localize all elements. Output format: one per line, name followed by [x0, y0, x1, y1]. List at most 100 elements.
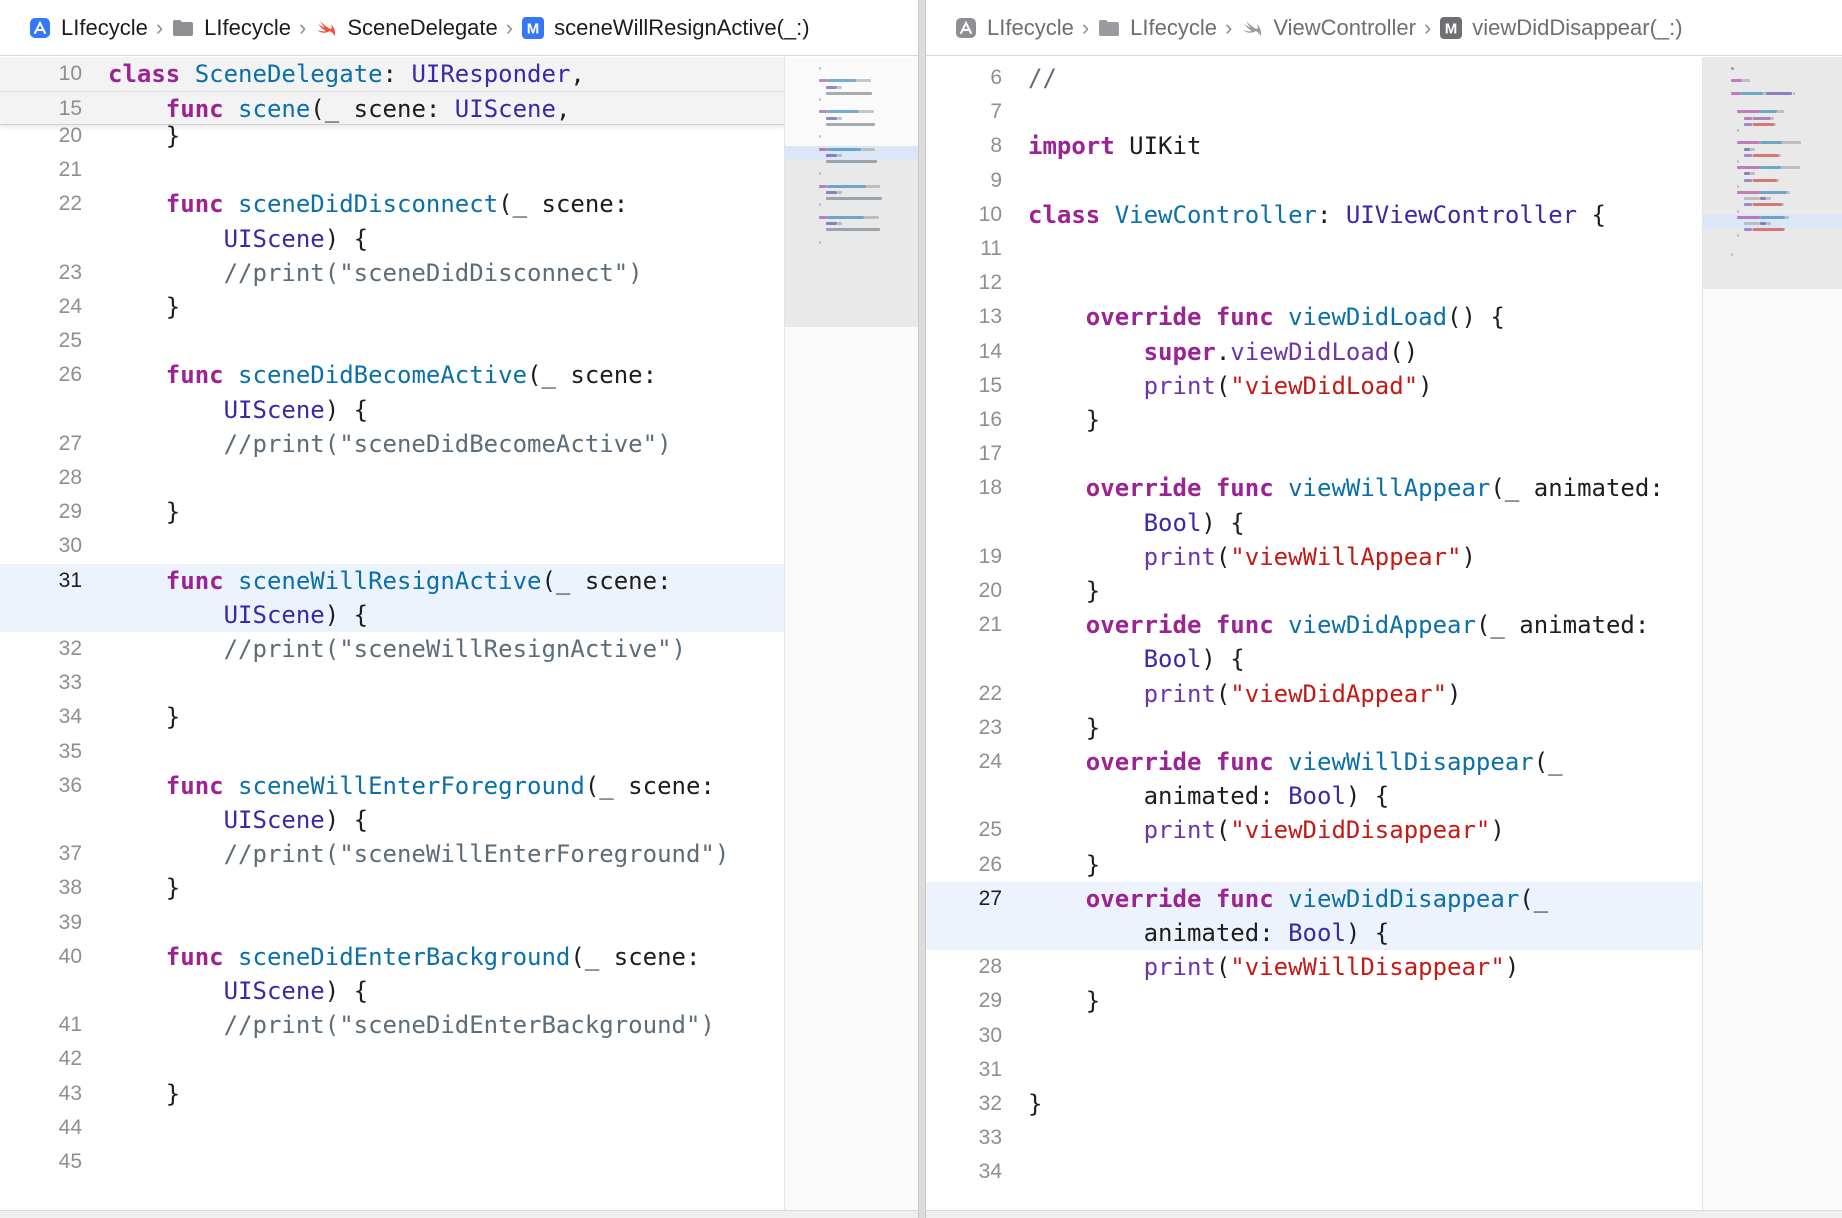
code-line[interactable]: 21: [0, 153, 784, 187]
minimap-viewport[interactable]: [785, 157, 918, 327]
minimap-code-mark: [1779, 153, 1781, 157]
code-line[interactable]: 34 }: [0, 700, 784, 734]
code-line[interactable]: 12: [926, 266, 1702, 300]
code-line[interactable]: UIScene) {: [0, 222, 784, 256]
code-line[interactable]: 30: [0, 529, 784, 563]
code-line[interactable]: animated: Bool) {: [926, 779, 1702, 813]
code-line[interactable]: 14 super.viewDidLoad(): [926, 335, 1702, 369]
code-line[interactable]: 43 }: [0, 1077, 784, 1111]
line-number: 16: [978, 408, 1002, 431]
code-line[interactable]: 24 }: [0, 290, 784, 324]
code-line[interactable]: 25: [0, 324, 784, 358]
code-line[interactable]: UIScene) {: [0, 974, 784, 1008]
code-line[interactable]: 38 }: [0, 871, 784, 905]
breadcrumb-1[interactable]: LIfecycle: [954, 0, 1074, 56]
code-line[interactable]: 23 }: [926, 711, 1702, 745]
code-line[interactable]: 24 override func viewWillDisappear(_: [926, 745, 1702, 779]
code-line[interactable]: Bool) {: [926, 642, 1702, 676]
code-line[interactable]: 25 print("viewDidDisappear"): [926, 813, 1702, 847]
code-token: [1028, 816, 1144, 844]
minimap-viewport[interactable]: [1703, 57, 1842, 289]
code-line[interactable]: 28: [0, 461, 784, 495]
code-line[interactable]: 19 print("viewWillAppear"): [926, 540, 1702, 574]
code-line[interactable]: 32}: [926, 1087, 1702, 1121]
minimap-code-mark: [1742, 79, 1751, 83]
line-number: 10: [978, 202, 1002, 226]
breadcrumb-2[interactable]: LIfecycle: [1097, 0, 1217, 56]
code-line[interactable]: 20 }: [926, 574, 1702, 608]
method-icon: M: [1439, 16, 1463, 40]
minimap-left[interactable]: [784, 57, 918, 1210]
code-line[interactable]: 20 }: [0, 119, 784, 153]
code-line[interactable]: UIScene) {: [0, 393, 784, 427]
code-line[interactable]: 29 }: [0, 495, 784, 529]
code-line[interactable]: 26 func sceneDidBecomeActive(_ scene:: [0, 358, 784, 392]
code-text: }: [108, 495, 180, 529]
current-code-line[interactable]: 31 func sceneWillResignActive(_ scene:: [0, 563, 784, 598]
minimap-code-mark: [1774, 122, 1776, 126]
code-line[interactable]: 23 //print("sceneDidDisconnect"): [0, 256, 784, 290]
code-line[interactable]: 15 print("viewDidLoad"): [926, 369, 1702, 403]
code-line[interactable]: 7: [926, 95, 1702, 129]
code-line[interactable]: 32 //print("sceneWillResignActive"): [0, 632, 784, 666]
code-line[interactable]: 9: [926, 164, 1702, 198]
code-line[interactable]: 39: [0, 906, 784, 940]
code-line[interactable]: 42: [0, 1042, 784, 1076]
code-line[interactable]: 13 override func viewDidLoad() {: [926, 300, 1702, 334]
code-line[interactable]: 29 }: [926, 984, 1702, 1018]
code-line[interactable]: 37 //print("sceneWillEnterForeground"): [0, 837, 784, 871]
current-code-line[interactable]: animated: Bool) {: [926, 916, 1702, 950]
code-line[interactable]: 22 func sceneDidDisconnect(_ scene:: [0, 187, 784, 221]
code-line[interactable]: 30: [926, 1019, 1702, 1053]
code-line[interactable]: 33: [926, 1121, 1702, 1155]
current-code-line[interactable]: 27 override func viewDidDisappear(_: [926, 881, 1702, 916]
breadcrumb-1[interactable]: LIfecycle: [28, 0, 148, 56]
code-line[interactable]: 40 func sceneDidEnterBackground(_ scene:: [0, 940, 784, 974]
line-number: 22: [978, 681, 1002, 705]
code-line[interactable]: 17: [926, 437, 1702, 471]
code-line[interactable]: 44: [0, 1111, 784, 1145]
code-token: [108, 396, 224, 424]
code-line[interactable]: 16 }: [926, 403, 1702, 437]
code-line[interactable]: 27 //print("sceneDidBecomeActive"): [0, 427, 784, 461]
code-line[interactable]: 15 func scene(_ scene: UIScene,: [0, 91, 784, 125]
code-line[interactable]: 21 override func viewDidAppear(_ animate…: [926, 608, 1702, 642]
code-line[interactable]: 11: [926, 232, 1702, 266]
code-line[interactable]: 18 override func viewWillAppear(_ animat…: [926, 471, 1702, 505]
minimap-code-mark: [1750, 172, 1755, 176]
code-line[interactable]: 26 }: [926, 848, 1702, 882]
code-token: [1028, 680, 1144, 708]
breadcrumb-2[interactable]: LIfecycle: [171, 0, 291, 56]
code-token: override func: [1085, 474, 1289, 503]
breadcrumb-3[interactable]: ViewController: [1240, 0, 1416, 56]
horizontal-scrollbar-right[interactable]: [926, 1210, 1842, 1218]
minimap-code-mark: [1740, 91, 1763, 95]
code-line[interactable]: 36 func sceneWillEnterForeground(_ scene…: [0, 769, 784, 803]
code-line[interactable]: 31: [926, 1053, 1702, 1087]
code-line[interactable]: 22 print("viewDidAppear"): [926, 677, 1702, 711]
code-line[interactable]: 33: [0, 666, 784, 700]
breadcrumb-3[interactable]: SceneDelegate: [314, 0, 498, 56]
current-code-line[interactable]: UIScene) {: [0, 597, 784, 632]
code-line[interactable]: UIScene) {: [0, 803, 784, 837]
code-line[interactable]: 34: [926, 1155, 1702, 1189]
minimap-right[interactable]: [1702, 57, 1842, 1210]
code-token: Bool: [1288, 782, 1346, 811]
code-line[interactable]: 45: [0, 1145, 784, 1179]
minimap-code-mark: [1751, 203, 1754, 207]
horizontal-scrollbar-left[interactable]: [0, 1210, 918, 1218]
code-line[interactable]: 6//: [926, 61, 1702, 95]
code-line[interactable]: 28 print("viewWillDisappear"): [926, 950, 1702, 984]
split-divider[interactable]: [918, 0, 926, 1218]
code-line[interactable]: Bool) {: [926, 506, 1702, 540]
code-line[interactable]: 41 //print("sceneDidEnterBackground"): [0, 1008, 784, 1042]
code-line[interactable]: 35: [0, 735, 784, 769]
